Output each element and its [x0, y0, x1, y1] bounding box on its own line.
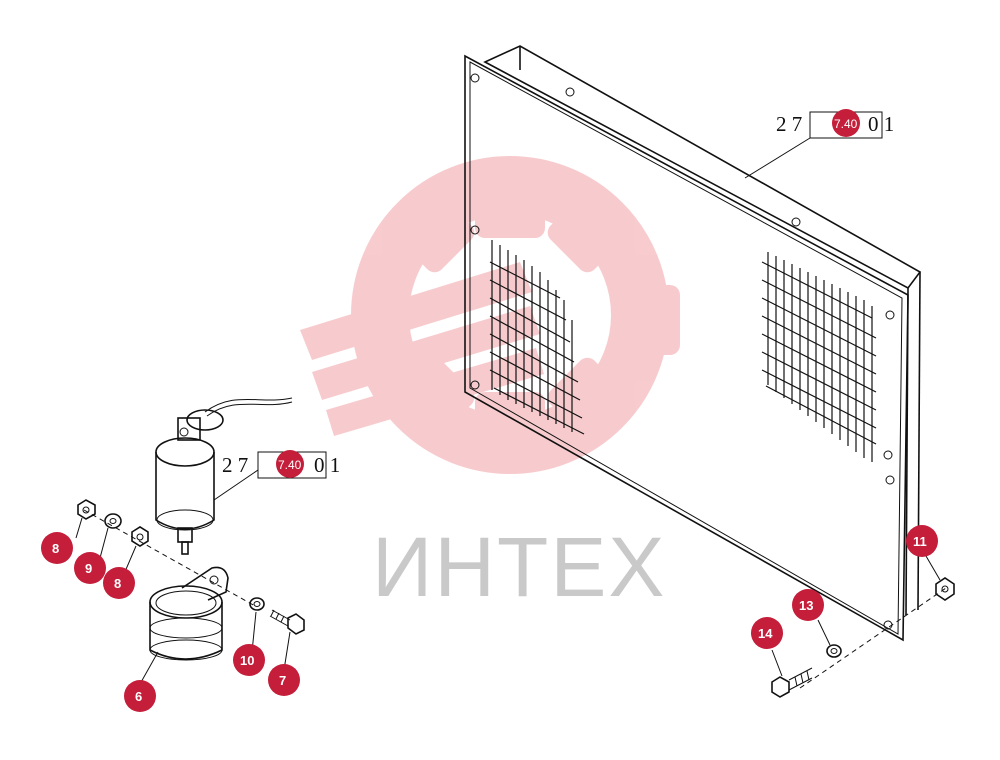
- svg-text:9: 9: [85, 561, 92, 576]
- ref-badge-label: 7.40: [834, 117, 858, 131]
- svg-text:7: 7: [279, 673, 286, 688]
- ref-badge-label: 7.40: [278, 458, 302, 472]
- hex-nut-panel: [935, 577, 955, 601]
- panel-reference-label: 2 7 7.40 0 1: [776, 109, 894, 139]
- callout-badge-14: 14: [751, 617, 783, 649]
- callout-badge-9: 9: [74, 552, 106, 584]
- ref-badge: [276, 450, 304, 478]
- ref-suffix: 0 1: [314, 453, 340, 477]
- svg-text:11: 11: [913, 534, 927, 549]
- washer-panel: [826, 644, 842, 658]
- svg-text:8: 8: [114, 576, 121, 591]
- svg-text:14: 14: [758, 626, 773, 641]
- callout-badge-10: 10: [233, 644, 265, 676]
- right-grille-mesh: [761, 252, 877, 462]
- callout-badge-11: 11: [906, 525, 938, 557]
- svg-text:10: 10: [240, 653, 254, 668]
- receiver-dryer: [155, 397, 293, 555]
- svg-text:6: 6: [135, 689, 142, 704]
- callout-badge-8a: 8: [41, 532, 73, 564]
- callout-badge-8b: 8: [103, 567, 135, 599]
- hex-bolt-clamp: [269, 609, 305, 635]
- condenser-panel: [464, 45, 922, 642]
- svg-text:13: 13: [799, 598, 813, 613]
- washer-right: [249, 597, 265, 611]
- callout-badge-6: 6: [124, 680, 156, 712]
- watermark-brand-text: ИНТЕХ: [372, 520, 666, 614]
- watermark-logo: [300, 156, 680, 474]
- dryer-reference-label: 2 7 7.40 0 1: [222, 450, 340, 479]
- washer-left: [104, 513, 122, 529]
- callout-badge-7: 7: [268, 664, 300, 696]
- callout-badge-13: 13: [792, 589, 824, 621]
- ref-prefix: 2 7: [222, 453, 248, 477]
- ref-prefix: 2 7: [776, 112, 802, 136]
- ref-suffix: 0 1: [868, 112, 894, 136]
- ref-badge: [832, 109, 860, 137]
- hex-nut-middle: [131, 526, 149, 547]
- mounting-holes: [470, 73, 895, 630]
- svg-text:8: 8: [52, 541, 59, 556]
- hex-bolt-panel: [771, 667, 813, 698]
- speed-stripes: [300, 262, 544, 436]
- mounting-clamp: [149, 566, 229, 661]
- left-grille-mesh: [489, 240, 585, 435]
- hex-nut-upper-left: [77, 499, 96, 520]
